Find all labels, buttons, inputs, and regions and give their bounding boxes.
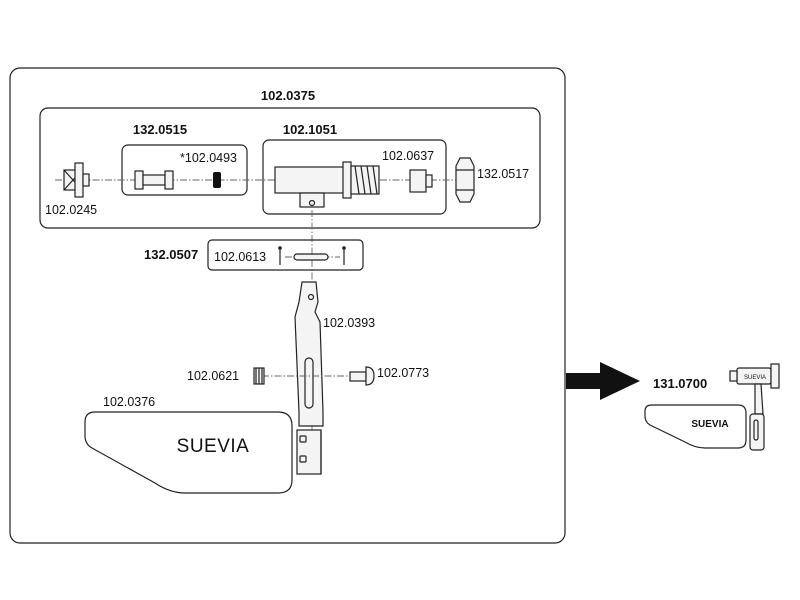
small-nut-label: 102.0637 (382, 149, 434, 163)
complete-unit-assembly: SUEVIA (729, 363, 780, 451)
hex-nut-part (455, 157, 475, 203)
sub-kit-right-label: 102.1051 (283, 122, 337, 137)
arrow-right-icon (566, 362, 640, 400)
complete-unit-label: 131.0700 (653, 376, 707, 391)
trough-brand-text: SUEVIA (177, 436, 250, 457)
pin-kit-box (207, 239, 364, 271)
bolt-part (349, 366, 375, 386)
knob-label: 102.0621 (187, 369, 239, 383)
assembly-main-box (39, 107, 541, 229)
sub-kit-left-label: 132.0515 (133, 122, 187, 137)
plug-label: 102.0245 (45, 203, 97, 217)
bolt-label: 102.0773 (377, 366, 429, 380)
complete-unit-brand-text: SUEVIA (691, 419, 728, 430)
complete-unit-brand-small: SUEVIA (744, 375, 766, 381)
assembly-main-label: 102.0375 (261, 88, 315, 103)
complete-unit-trough (644, 404, 747, 449)
pin-label: 102.0613 (214, 250, 266, 264)
seal-insert-part (213, 172, 221, 188)
bracket-part (296, 429, 322, 475)
knob-part (253, 367, 265, 385)
sub-kit-left-box (121, 144, 248, 196)
seal-insert-label: *102.0493 (180, 151, 237, 165)
seal-sleeve-part (134, 170, 174, 190)
hex-nut-label: 132.0517 (477, 167, 529, 181)
pin-kit-label: 132.0507 (144, 247, 198, 262)
lever-label: 102.0393 (323, 316, 375, 330)
sub-kit-right-box (262, 139, 447, 215)
pin-part (278, 246, 346, 265)
trough-part (84, 411, 293, 494)
small-nut-part (409, 169, 433, 193)
valve-body-part (274, 161, 380, 208)
outer-frame (9, 67, 566, 544)
trough-label: 102.0376 (103, 395, 155, 409)
lever-part (294, 281, 324, 427)
plug-part (63, 162, 90, 198)
